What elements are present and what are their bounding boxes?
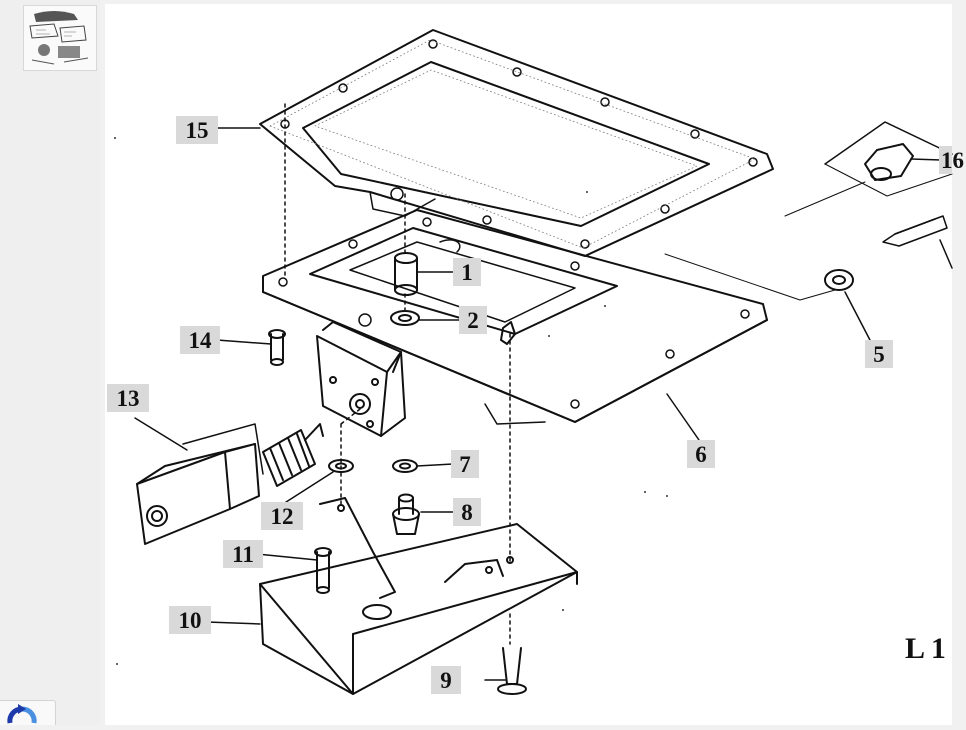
washer-part-5 [824,269,854,291]
part-label-10[interactable]: 10 [169,606,211,634]
spacer-part-1 [394,252,418,296]
svg-text:13: 13 [117,386,140,411]
svg-text:5: 5 [873,342,885,367]
washer-part-2 [390,310,420,326]
housing-tray-part [262,209,768,425]
part-label-9[interactable]: 9 [431,666,461,694]
svg-text:16: 16 [941,148,964,173]
gasket-part [259,29,774,257]
svg-text:10: 10 [179,608,202,633]
svg-text:6: 6 [695,442,707,467]
svg-text:8: 8 [461,500,473,525]
svg-text:9: 9 [440,668,452,693]
part-label-6[interactable]: 6 [687,440,715,468]
mounting-bracket-part [259,497,578,695]
part-label-14[interactable]: 14 [180,326,220,354]
washer-part-7 [392,459,418,473]
drain-plug-part-16 [864,143,914,181]
recaptcha-badge[interactable] [0,700,56,725]
svg-text:12: 12 [271,504,294,529]
plug-part-8 [392,493,420,535]
screw-part-9 [497,647,527,695]
part-label-5[interactable]: 5 [865,340,893,368]
svg-text:14: 14 [189,328,213,353]
page-thumbnail-icon [24,6,96,70]
part-label-13[interactable]: 13 [107,384,149,412]
inset-detail [664,121,953,301]
part-label-1[interactable]: 1 [453,258,481,286]
screw-part-14 [268,329,286,366]
part-label-15[interactable]: 15 [176,116,218,144]
page-thumbnail[interactable] [23,5,97,71]
svg-text:15: 15 [186,118,209,143]
part-label-12[interactable]: 12 [261,502,303,530]
part-label-8[interactable]: 8 [453,498,481,526]
thumbnail-strip [0,0,100,725]
page-code: L 1 [905,632,946,665]
solenoid-part [136,423,324,545]
svg-text:2: 2 [467,308,479,333]
svg-text:7: 7 [459,452,471,477]
part-label-7[interactable]: 7 [451,450,479,478]
valve-block-part [316,321,406,437]
part-label-11[interactable]: 11 [223,540,263,568]
clip-part [500,321,516,345]
exploded-parts-diagram: 15 1 2 14 13 6 7 12 [107,29,964,695]
recaptcha-icon [7,704,37,724]
diagram-viewer: 15 1 2 14 13 6 7 12 [105,4,964,725]
svg-text:11: 11 [232,542,254,567]
part-label-2[interactable]: 2 [459,306,487,334]
svg-text:1: 1 [461,260,473,285]
part-label-16[interactable]: 16 [939,146,964,174]
